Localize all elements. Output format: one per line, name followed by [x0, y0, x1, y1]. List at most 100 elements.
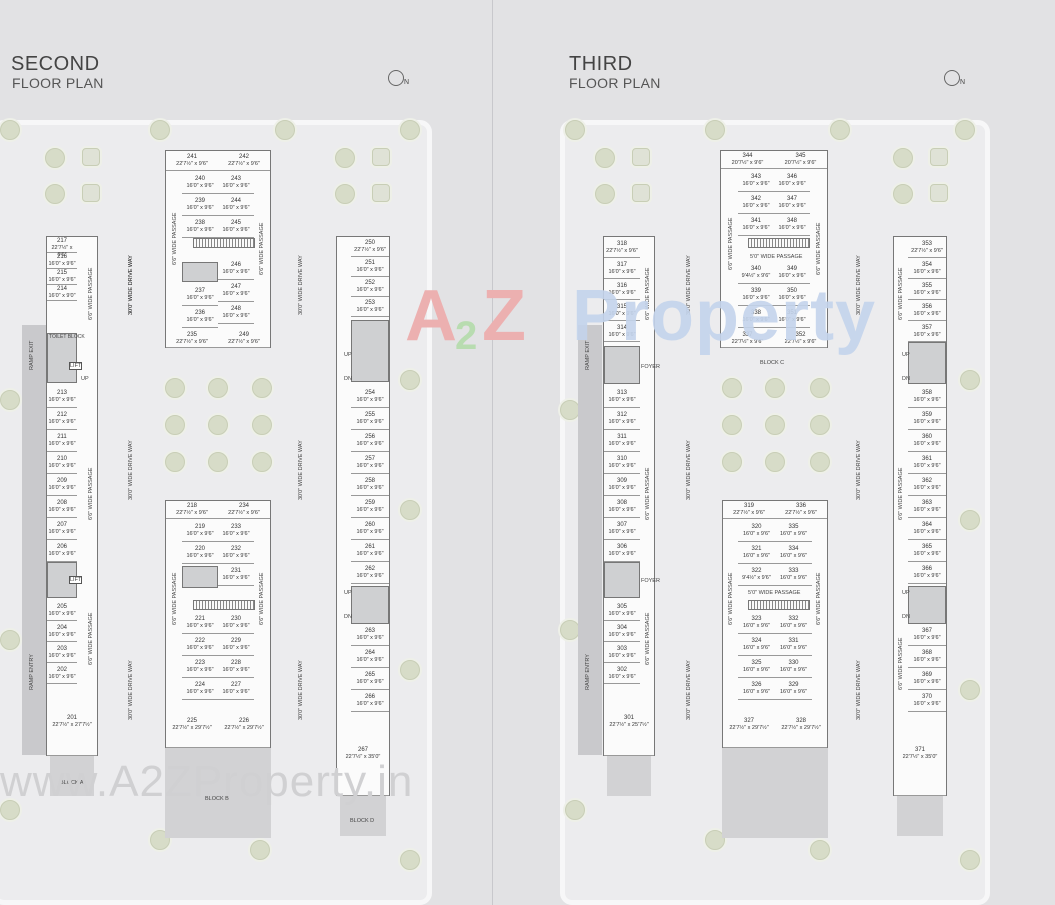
block-a[interactable]: [603, 236, 655, 756]
block-d[interactable]: [893, 236, 947, 796]
block-a[interactable]: [46, 236, 98, 756]
block-c[interactable]: [720, 150, 828, 348]
